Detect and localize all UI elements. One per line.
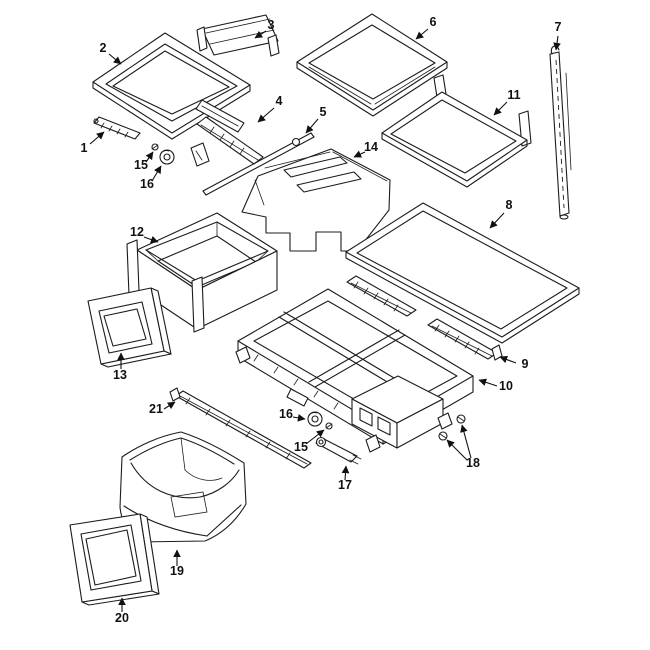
- callout-12-leader: [143, 235, 159, 244]
- callout-8-label: 8: [506, 198, 513, 212]
- callout-2-leader: [108, 53, 122, 65]
- callout-9-leader: [499, 355, 517, 364]
- callout-7-leader: [553, 35, 561, 51]
- callout-15-upper-label: 15: [134, 158, 148, 172]
- part-15-screw-upper: [151, 143, 159, 151]
- part-7-vertical-rail: [549, 45, 572, 220]
- callout-17-leader: [341, 465, 350, 481]
- callout-16-lower-leader: [292, 414, 306, 422]
- callout-6-label: 6: [430, 15, 437, 29]
- callout-15-lower-leader: [305, 429, 325, 445]
- part-2-shelf-frame: [92, 32, 251, 140]
- part-21-rail: [169, 387, 312, 469]
- callout-16-lower-label: 16: [279, 407, 293, 421]
- callout-3-label: 3: [268, 18, 275, 32]
- callout-labels: 1 2 3 4 5 6 7 8 9 10 11 12 13 14 15 16 1…: [81, 15, 562, 625]
- part-4-slide-rail: [190, 116, 264, 167]
- callout-3-leader: [254, 30, 267, 39]
- callout-11-leader: [493, 101, 508, 116]
- part-9-rails: [346, 275, 503, 361]
- part-20-bin-front: [69, 513, 160, 606]
- callout-18-leader-b: [460, 424, 472, 459]
- callout-6-leader: [415, 28, 429, 40]
- callout-leaders: [89, 28, 561, 612]
- part-8-glass-shelf: [345, 202, 580, 344]
- part-6-shelf: [296, 13, 448, 117]
- callout-10-leader: [478, 378, 498, 387]
- callout-18-leader-a: [446, 439, 468, 461]
- part-19-bin: [119, 431, 247, 543]
- part-10-frame-assembly: [235, 288, 474, 453]
- callout-17-label: 17: [338, 478, 352, 492]
- callout-19-label: 19: [170, 564, 184, 578]
- callout-9-label: 9: [522, 357, 529, 371]
- callout-11-label: 11: [507, 88, 520, 102]
- callout-14-leader: [353, 150, 366, 158]
- part-5-rod: [202, 132, 315, 196]
- callout-4-leader: [257, 107, 275, 123]
- callout-4-label: 4: [276, 94, 283, 108]
- part-15-screw-lower: [325, 422, 333, 430]
- callout-8-leader: [489, 212, 505, 229]
- callout-18-label: 18: [466, 456, 480, 470]
- callout-15-lower-label: 15: [294, 440, 308, 454]
- callout-21-leader: [163, 401, 176, 410]
- callout-7-label: 7: [555, 20, 562, 34]
- callout-13-label: 13: [113, 368, 127, 382]
- part-16-wheel-lower: [307, 411, 323, 427]
- callout-12-label: 12: [130, 225, 144, 239]
- part-17-latch-arm: [315, 436, 362, 465]
- part-1-trim-rail: [93, 116, 141, 140]
- callout-5-label: 5: [320, 105, 327, 119]
- part-11-shelf-with-hooks: [381, 74, 532, 188]
- part-14-housing: [241, 148, 391, 252]
- part-12-drawer: [126, 212, 278, 333]
- callout-14-label: 14: [364, 140, 378, 154]
- callout-1-leader: [89, 131, 105, 145]
- callout-5-leader: [305, 118, 319, 134]
- callout-20-label: 20: [115, 611, 129, 625]
- part-13-drawer-front: [87, 287, 172, 368]
- part-16-wheel-upper: [159, 149, 175, 165]
- callout-2-label: 2: [100, 41, 107, 55]
- callout-16-upper-leader: [151, 165, 162, 182]
- part-18-screws: [438, 414, 466, 441]
- callout-16-upper-label: 16: [140, 177, 154, 191]
- callout-1-label: 1: [81, 141, 88, 155]
- callout-10-label: 10: [499, 379, 513, 393]
- callout-21-label: 21: [149, 402, 163, 416]
- callout-15-upper-leader: [145, 151, 154, 163]
